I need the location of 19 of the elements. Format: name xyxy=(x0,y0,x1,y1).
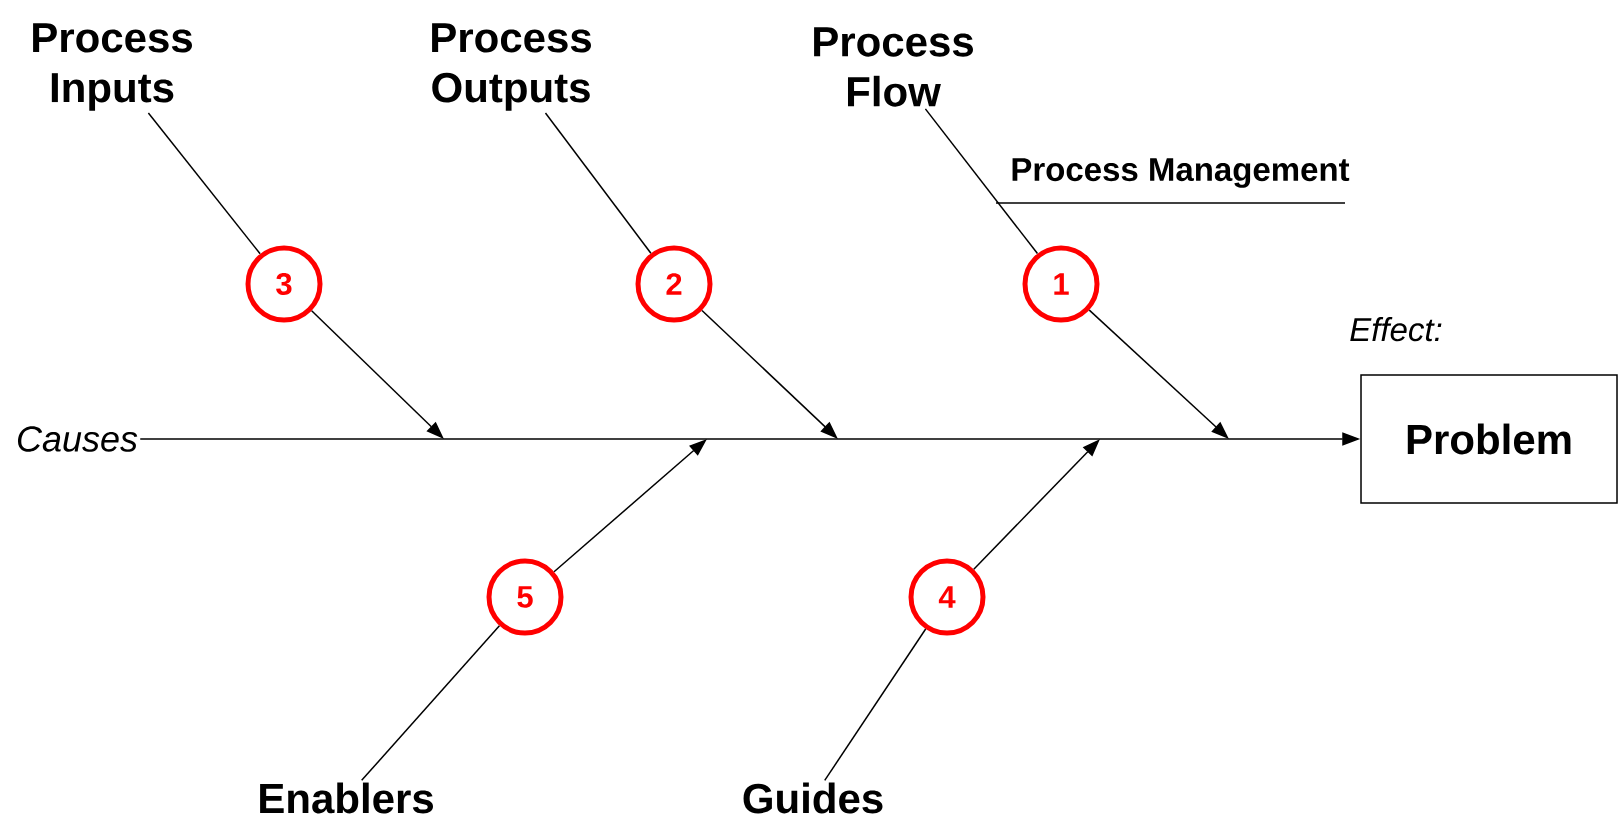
callout-number: 3 xyxy=(245,245,323,323)
callout-number: 5 xyxy=(486,558,564,636)
arrow xyxy=(701,309,838,439)
arrow xyxy=(1088,309,1229,439)
category-label: Process Inputs xyxy=(33,23,192,111)
callout-number: 1 xyxy=(1022,245,1100,323)
callout-number: 2 xyxy=(635,245,713,323)
category-label: Guides xyxy=(743,782,883,814)
causes-label: Causes xyxy=(17,426,138,452)
arrow xyxy=(310,310,444,439)
arrow xyxy=(973,439,1100,571)
category-label: Process Flow xyxy=(814,27,973,107)
effect-box: Problem xyxy=(1360,374,1618,504)
effect-heading: Effect: xyxy=(1350,317,1442,342)
category-label: Enablers xyxy=(260,782,433,814)
underlined-label: Process Management xyxy=(995,158,1350,204)
category-label: Process Outputs xyxy=(432,23,591,111)
arrow xyxy=(553,439,707,573)
callout-number: 4 xyxy=(908,558,986,636)
